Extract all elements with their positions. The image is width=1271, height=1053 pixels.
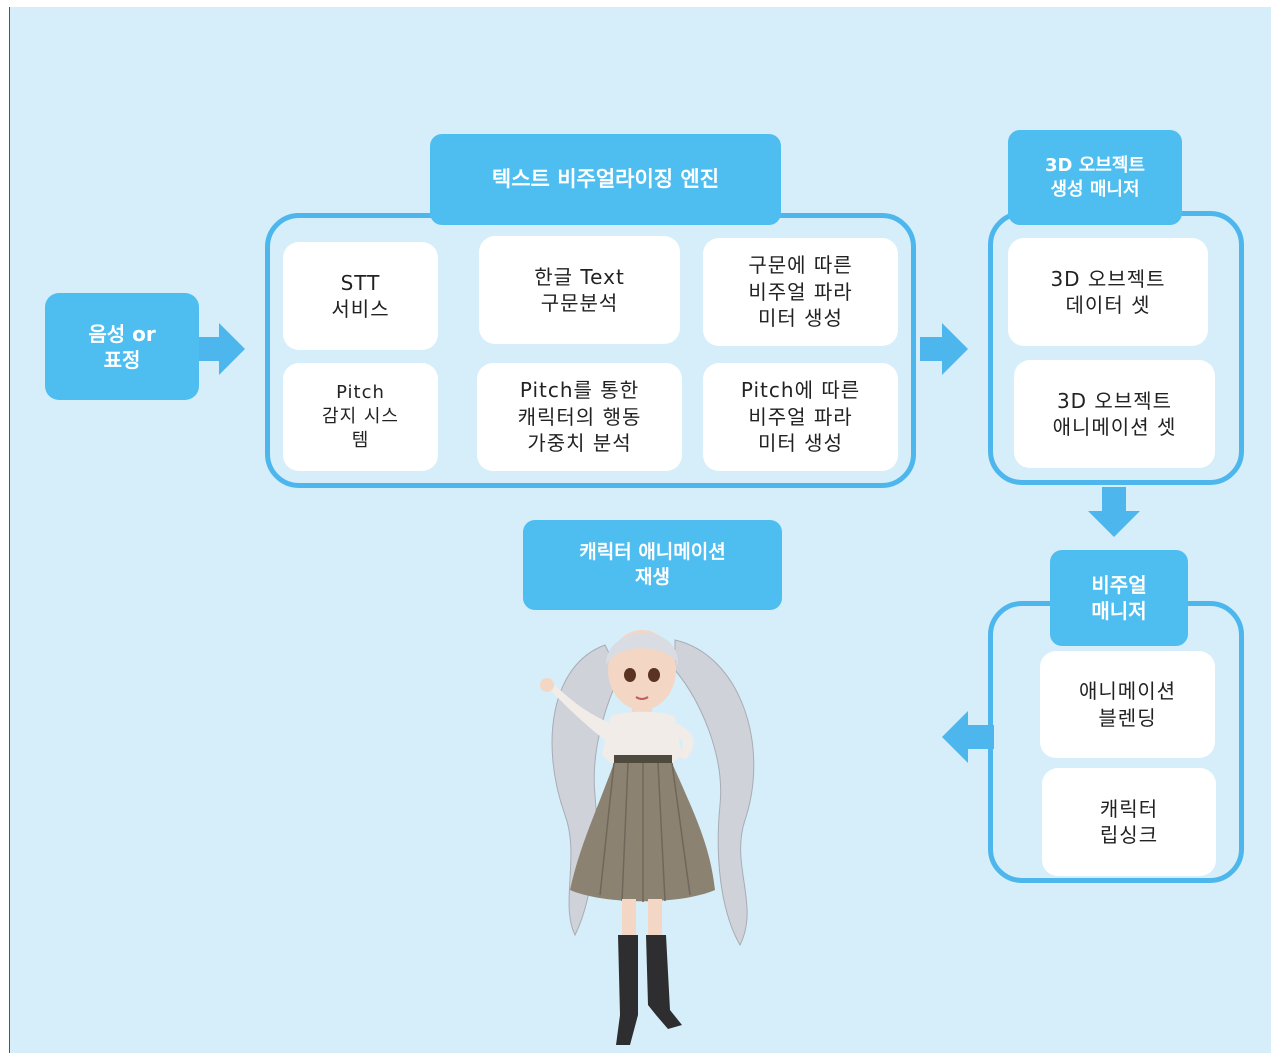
input-box: 음성 or 표정 (45, 293, 199, 400)
object-manager-title: 3D 오브젝트 생성 매니저 (1008, 130, 1182, 225)
character-illustration (540, 630, 755, 1045)
character-lipsync-card: 캐릭터 립싱크 (1042, 768, 1216, 876)
engine-title: 텍스트 비주얼라이징 엔진 (430, 134, 781, 225)
animation-blending-card: 애니메이션 블렌딩 (1040, 651, 1215, 758)
object-animation-set-card: 3D 오브젝트 애니메이션 셋 (1014, 360, 1215, 468)
object-data-set-card: 3D 오브젝트 데이터 셋 (1008, 238, 1208, 346)
syntax-visual-parameter-card: 구문에 따른 비주얼 파라 미터 생성 (703, 238, 898, 346)
visual-manager-title: 비주얼 매니저 (1050, 550, 1188, 646)
korean-text-parsing-card: 한글 Text 구문분석 (479, 236, 680, 344)
pitch-visual-parameter-card: Pitch에 따른 비주얼 파라 미터 생성 (703, 363, 898, 471)
arrow-down-icon (1088, 487, 1140, 537)
pitch-detection-card: Pitch 감지 시스 템 (283, 363, 438, 471)
animation-playback-title: 캐릭터 애니메이션 재생 (523, 520, 782, 610)
arrow-right-icon (199, 323, 245, 375)
arrow-right-icon (920, 323, 968, 375)
pitch-behavior-weight-card: Pitch를 통한 캐릭터의 행동 가중치 분석 (477, 363, 682, 471)
stt-service-card: STT 서비스 (283, 242, 438, 350)
input-label: 음성 or 표정 (88, 321, 156, 372)
arrow-left-icon (942, 711, 994, 763)
